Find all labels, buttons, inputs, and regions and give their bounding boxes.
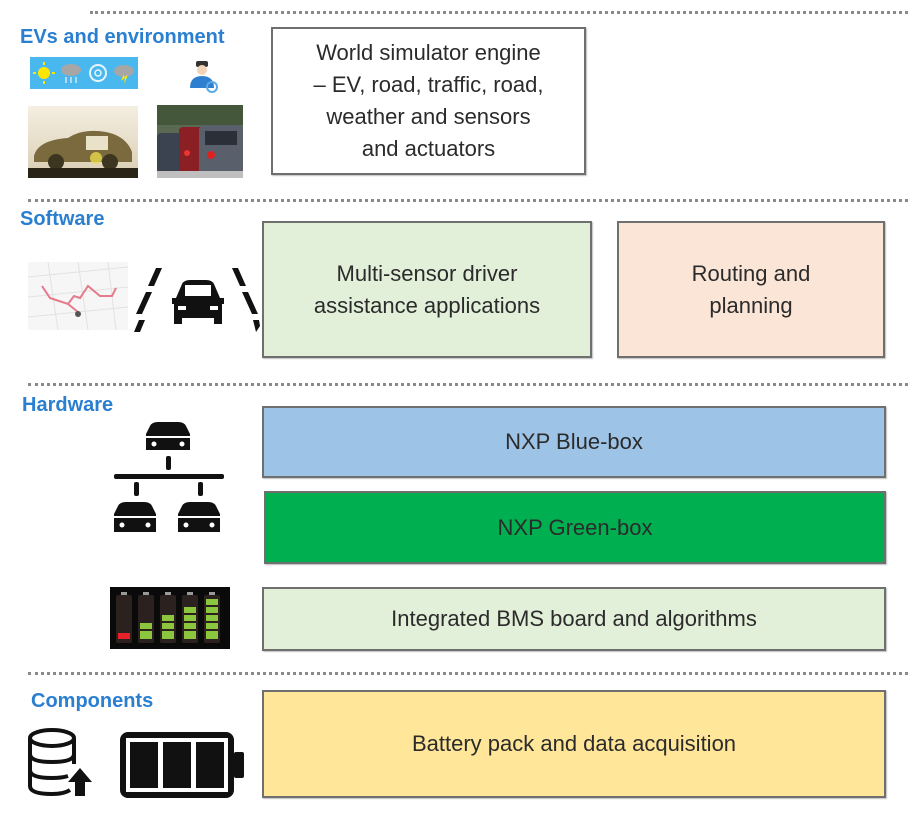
bms-box: Integrated BMS board and algorithms xyxy=(262,587,886,651)
weather-icons-strip xyxy=(30,57,138,89)
world-simulator-line-1: World simulator engine xyxy=(316,40,541,65)
driver-assistance-line-2: assistance applications xyxy=(313,292,541,318)
section-title-evs: EVs and environment xyxy=(20,26,225,48)
vehicle-network-icon xyxy=(114,422,224,532)
divider-top xyxy=(90,11,908,14)
section-title-software: Software xyxy=(20,208,105,230)
routing-line-1: Routing and xyxy=(691,260,811,286)
nxp-blue-box-label: NXP Blue-box xyxy=(505,429,643,454)
electric-car-photo xyxy=(28,106,138,178)
bms-box-label: Integrated BMS board and algorithms xyxy=(391,606,757,631)
section-title-components: Components xyxy=(31,690,154,712)
nxp-green-box-label: NXP Green-box xyxy=(497,514,653,540)
driver-assistance-line-1: Multi-sensor driver xyxy=(336,260,518,286)
divider-software xyxy=(28,199,908,202)
nxp-green-box: NXP Green-box xyxy=(264,491,886,564)
routing-planning-box: Routing and planning xyxy=(617,221,885,358)
storm-cloud-icon xyxy=(114,65,135,84)
routing-line-2: planning xyxy=(709,292,793,318)
world-simulator-line-3: weather and sensors xyxy=(326,104,531,129)
section-title-hardware: Hardware xyxy=(22,394,114,416)
battery-levels-icon xyxy=(110,587,230,649)
divider-hardware xyxy=(28,383,908,386)
world-simulator-line-2: – EV, road, traffic, road, xyxy=(313,72,544,97)
rain-cloud-icon xyxy=(61,64,82,83)
traffic-jam-photo xyxy=(157,105,243,178)
battery-pack-box: Battery pack and data acquisition xyxy=(262,690,886,798)
world-simulator-box: World simulator engine – EV, road, traff… xyxy=(271,27,586,175)
sun-icon xyxy=(32,62,55,84)
snowflake-icon xyxy=(88,64,107,82)
world-simulator-line-4: and actuators xyxy=(361,136,496,161)
driver-avatar-icon xyxy=(190,61,218,93)
lane-assist-car-icon xyxy=(134,268,260,332)
driver-assistance-box: Multi-sensor driver assistance applicati… xyxy=(262,221,592,358)
nxp-blue-box: NXP Blue-box xyxy=(262,406,886,478)
battery-pack-box-label: Battery pack and data acquisition xyxy=(411,731,737,756)
battery-full-icon xyxy=(120,732,244,798)
route-map-icon xyxy=(28,262,128,330)
divider-components xyxy=(28,672,908,675)
database-upload-icon xyxy=(28,728,92,797)
